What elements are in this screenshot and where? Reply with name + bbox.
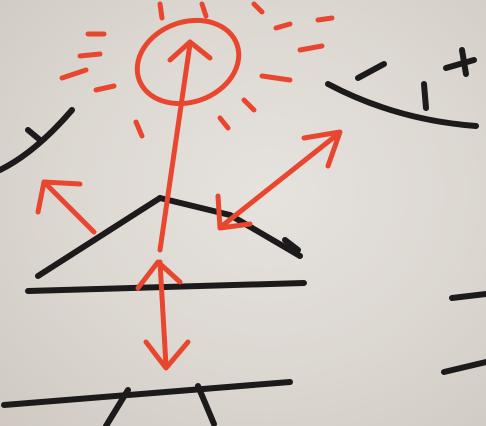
top-left-tick	[28, 130, 40, 140]
right-dash-2	[444, 362, 486, 372]
left-arrow-shaft	[46, 184, 94, 232]
top-right-tick-1	[358, 64, 384, 78]
top-right-tick-2	[424, 84, 426, 108]
sun-ray-12	[62, 70, 86, 78]
sun-ray-3	[254, 4, 262, 12]
right-dash-1	[452, 294, 486, 298]
sun-ray-5	[300, 46, 322, 50]
top-right-curve	[328, 84, 476, 126]
sun-ray-7	[262, 76, 290, 80]
sun-ray-10	[136, 122, 142, 136]
down-arrow-shaft	[160, 262, 166, 366]
right-arrow-shaft	[222, 134, 338, 226]
sun-ray-8	[244, 100, 254, 110]
bottom-line	[4, 382, 290, 405]
cross-mark-v	[462, 50, 466, 74]
sun-ray-11	[96, 86, 114, 90]
ground-line	[28, 283, 304, 291]
roof-line-left	[38, 198, 160, 276]
sun-ray-4	[276, 24, 290, 28]
sun-ray-13	[80, 54, 100, 56]
sun-ray-2	[202, 4, 206, 16]
sun-ray-6	[318, 18, 332, 20]
up-arrow-shaft	[160, 44, 190, 250]
cross-mark-h	[446, 60, 474, 68]
sun-ray-1	[160, 4, 162, 18]
sun-ray-9	[220, 118, 228, 128]
